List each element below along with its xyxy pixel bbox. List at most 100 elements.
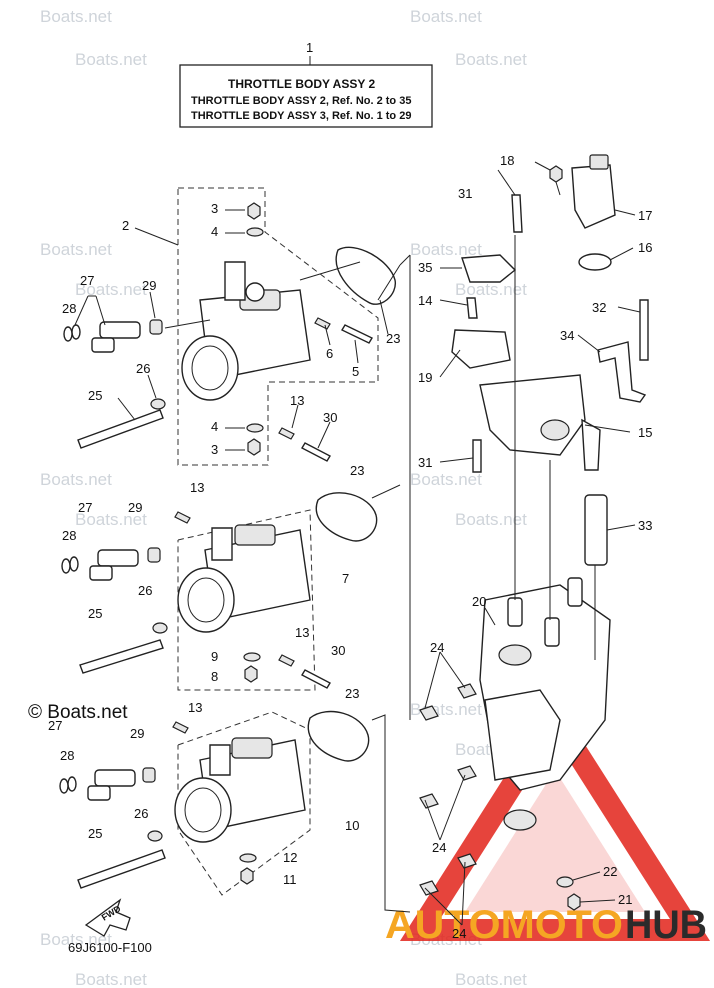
title-line-1: THROTTLE BODY ASSY 2 [228,77,375,91]
bolt-25 [77,849,166,889]
bolt-25 [77,409,164,449]
watermark-text: Boats.net [75,510,147,529]
throttle-body-group-middle [61,492,378,691]
gasket-23 [315,492,378,542]
title-line-2: THROTTLE BODY ASSY 2, Ref. No. 2 to 35 [191,95,411,107]
callout-27: 27 [78,500,92,515]
watermark-text: Boats.net [75,50,147,69]
fuel-injector [99,321,141,339]
callout-28: 28 [60,748,74,763]
callout-25: 25 [88,606,102,621]
callout-17: 17 [638,208,652,223]
callout-2: 2 [122,218,129,233]
callout-23: 23 [345,686,359,701]
watermark-text: Boats.net [40,240,112,259]
callout-3: 3 [211,442,218,457]
callout-labels: 2 3 4 27 28 29 26 25 6 5 23 13 30 4 3 13… [48,153,652,941]
callout-30: 30 [331,643,345,658]
callout-12: 12 [283,850,297,865]
callout-31: 31 [418,455,432,470]
watermark-text: Boats.net [410,240,482,259]
watermark-text: Boats.net [40,930,112,949]
throttle-body-group-bottom [59,710,370,896]
sensor-19 [451,329,511,369]
callout-4: 4 [211,224,218,239]
callout-28: 28 [62,528,76,543]
callout-25: 25 [88,388,102,403]
callout-29: 29 [130,726,144,741]
callout-26: 26 [138,583,152,598]
watermark-text: Boats.net [410,7,482,26]
bolt-25 [79,639,164,674]
callout-14: 14 [418,293,432,308]
callout-5: 5 [352,364,359,379]
leader-lines [74,161,641,926]
automotohub-logo: AUTOMOTO HUB [385,697,711,947]
callout-35: 35 [418,260,432,275]
callout-13: 13 [188,700,202,715]
callout-8: 8 [211,669,218,684]
fwd-arrow-icon [84,898,131,937]
callout-23: 23 [350,463,364,478]
intake-manifold-group [371,154,649,913]
callout-9: 9 [211,649,218,664]
callout-7: 7 [342,571,349,586]
callout-27: 27 [80,273,94,288]
callout-22: 22 [603,864,617,879]
callout-3: 3 [211,201,218,216]
watermark-text: Boats.net [455,280,527,299]
callout-27: 27 [48,718,62,733]
hose-33 [584,494,608,566]
throttle-body-15 [479,374,586,456]
throttle-body-group-top [63,187,396,466]
callout-4: 4 [211,419,218,434]
callout-13: 13 [290,393,304,408]
callout-26: 26 [136,361,150,376]
callout-31: 31 [458,186,472,201]
watermark-text: Boats.net [40,470,112,489]
watermark-text: Boats.net [40,7,112,26]
title-line-3: THROTTLE BODY ASSY 3, Ref. No. 1 to 29 [191,110,411,122]
callout-11: 11 [283,872,297,887]
fuel-injector [97,549,139,567]
copyright-watermark: © Boats.net [28,702,128,723]
callout-26: 26 [134,806,148,821]
callout-16: 16 [638,240,652,255]
watermark-text: Boats.net [75,970,147,988]
callout-21: 21 [618,892,632,907]
logo-text-hub: HUB [625,903,707,947]
callout-29: 29 [142,278,156,293]
watermark-text: Boats.net [455,970,527,988]
callout-10: 10 [345,818,359,833]
callout-13: 13 [295,625,309,640]
watermark-text: Boats.net [410,470,482,489]
callout-24: 24 [452,926,466,941]
sensor-17 [571,164,616,229]
callout-33: 33 [638,518,652,533]
callout-13: 13 [190,480,204,495]
o-ring-16 [578,253,612,271]
callout-15: 15 [638,425,652,440]
title-block: 1 THROTTLE BODY ASSY 2 THROTTLE BODY ASS… [179,40,433,128]
callout-30: 30 [323,410,337,425]
callout-25: 25 [88,826,102,841]
callout-24: 24 [432,840,446,855]
callout-6: 6 [326,346,333,361]
watermark-text: Boats.net [455,50,527,69]
bracket-35 [461,254,517,283]
watermark-group: Boats.net Boats.net Boats.net Boats.net … [40,7,527,988]
fuel-injector [94,769,136,787]
gasket-23 [335,246,396,305]
logo-text-automoto: AUTOMOTO [385,903,623,947]
gasket-23 [307,710,370,762]
callout-1: 1 [306,40,313,55]
callout-18: 18 [500,153,514,168]
bracket-34 [597,341,647,403]
callout-23: 23 [386,331,400,346]
title-box [179,64,433,128]
callout-19: 19 [418,370,432,385]
callout-32: 32 [592,300,606,315]
callout-34: 34 [560,328,574,343]
callout-24: 24 [430,640,444,655]
